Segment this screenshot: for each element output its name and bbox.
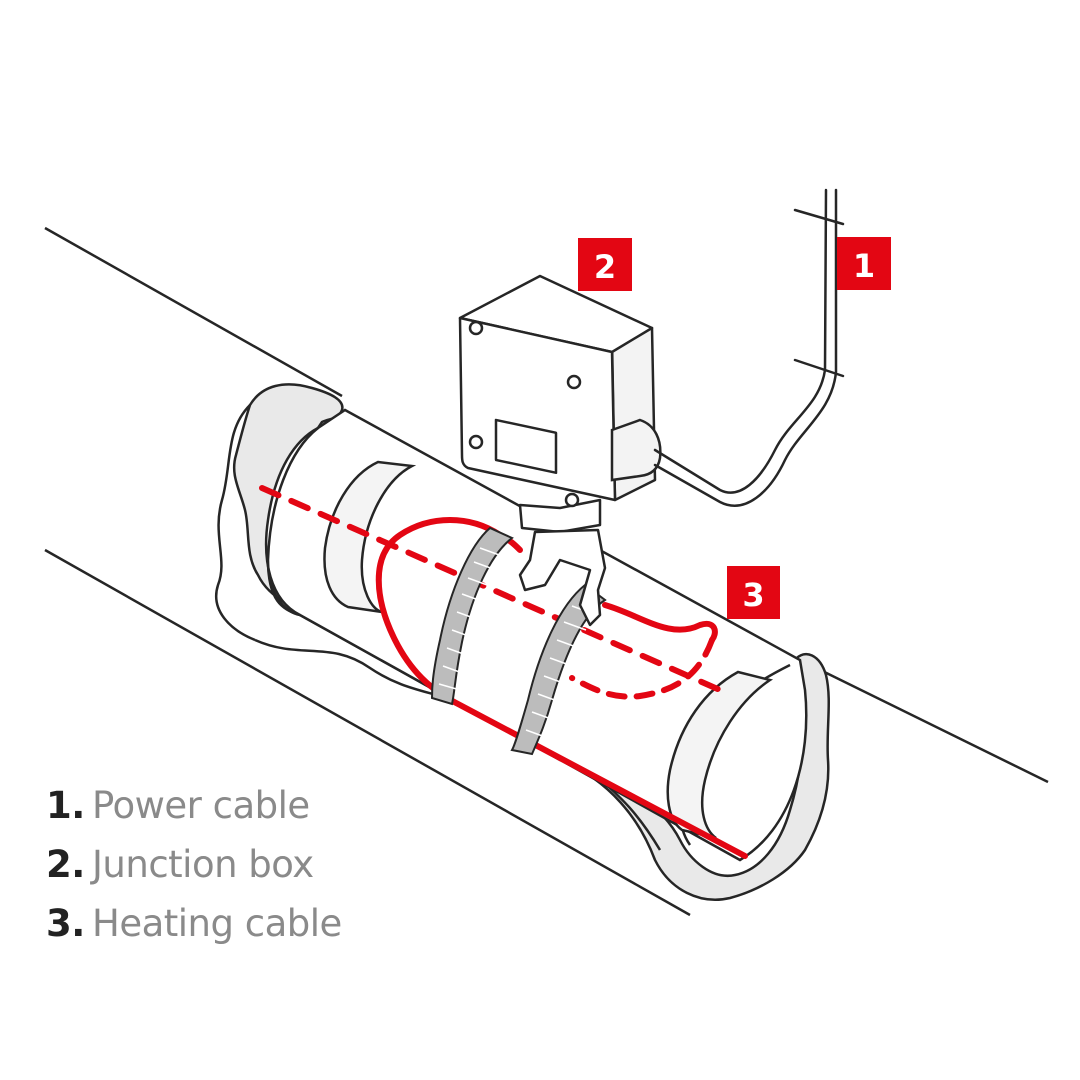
badge-heating-cable-label: 3 bbox=[742, 576, 764, 614]
box-screw-tl bbox=[470, 322, 482, 334]
pipe-top-line-right bbox=[800, 660, 1048, 782]
legend-number: 3. bbox=[46, 894, 92, 953]
legend: 1. Power cable 2. Junction box 3. Heatin… bbox=[46, 776, 342, 953]
legend-label: Power cable bbox=[92, 776, 310, 835]
legend-number: 2. bbox=[46, 835, 92, 894]
badge-heating-cable: 3 bbox=[727, 566, 780, 619]
legend-item-power-cable: 1. Power cable bbox=[46, 776, 342, 835]
cable-gland bbox=[612, 420, 660, 480]
legend-label: Heating cable bbox=[92, 894, 342, 953]
power-cable-outer bbox=[655, 190, 826, 493]
legend-number: 1. bbox=[46, 776, 92, 835]
box-screw-bl bbox=[470, 436, 482, 448]
badge-junction-box: 2 bbox=[578, 238, 632, 291]
box-screw-br bbox=[566, 494, 578, 506]
power-cable-inner bbox=[655, 190, 836, 506]
stand-top bbox=[520, 500, 600, 532]
legend-label: Junction box bbox=[92, 835, 314, 894]
badge-junction-box-label: 2 bbox=[594, 248, 616, 286]
legend-item-junction-box: 2. Junction box bbox=[46, 835, 342, 894]
badge-power-cable: 1 bbox=[837, 237, 891, 290]
pipe-top-line bbox=[45, 228, 342, 396]
legend-item-heating-cable: 3. Heating cable bbox=[46, 894, 342, 953]
badge-power-cable-label: 1 bbox=[853, 247, 875, 285]
box-screw-tr bbox=[568, 376, 580, 388]
